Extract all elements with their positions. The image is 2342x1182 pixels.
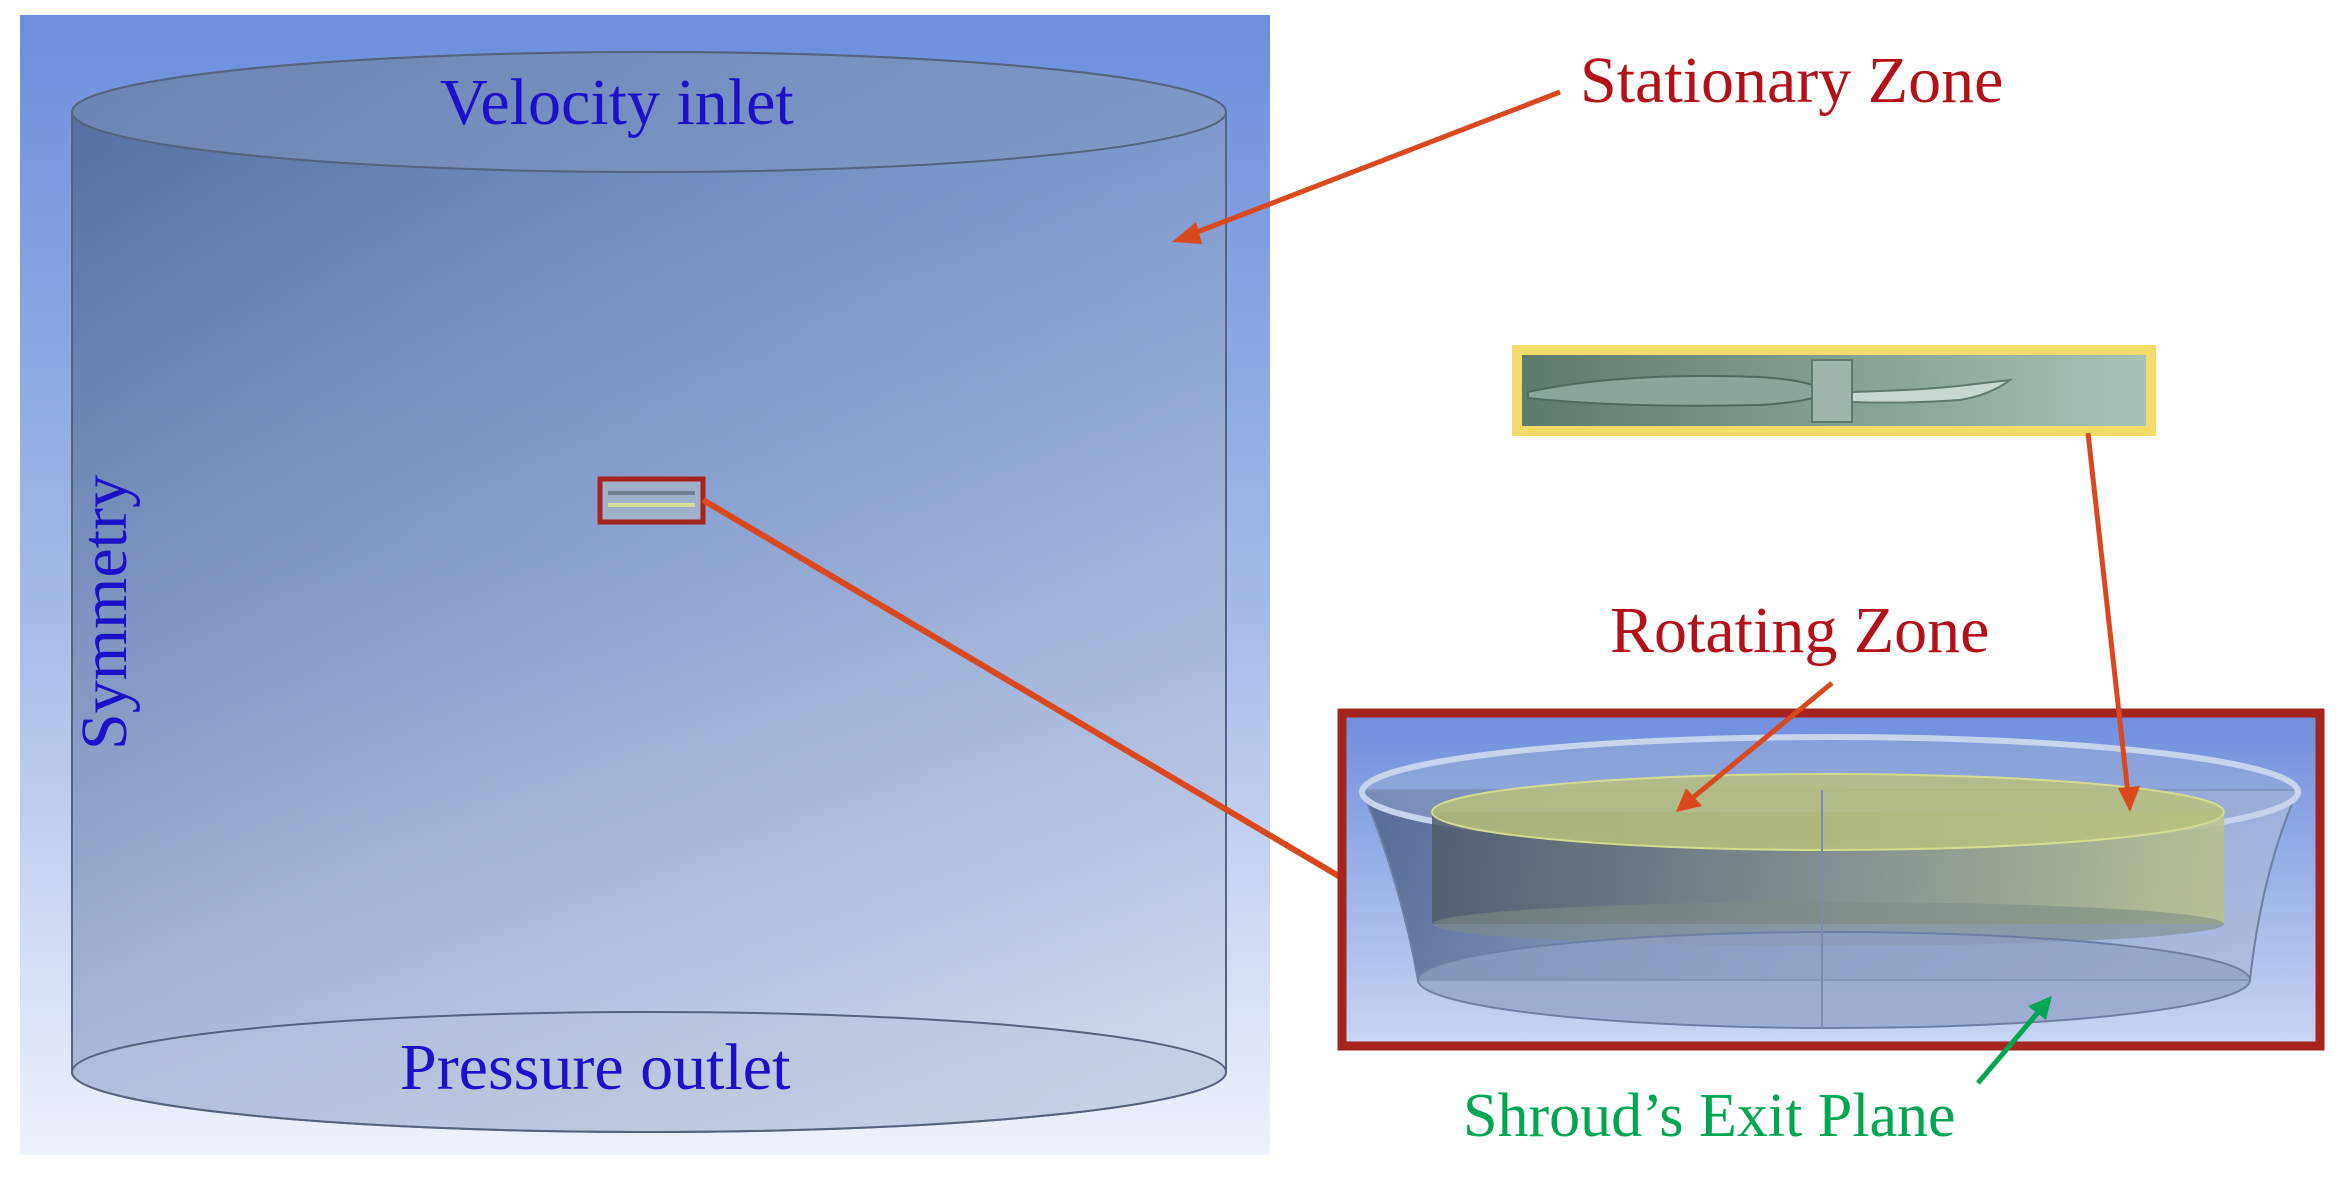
shroud-exit-plane-label: Shroud’s Exit Plane xyxy=(1463,1082,1956,1150)
stationary-zone-arrowhead xyxy=(1172,222,1202,244)
pressure-outlet-face xyxy=(71,1011,1227,1133)
exit-plane-arrowhead xyxy=(2028,996,2052,1020)
symmetry-label: Symmetry xyxy=(68,475,141,750)
velocity-inlet-label: Velocity inlet xyxy=(440,66,794,139)
stationary-zone-label: Stationary Zone xyxy=(1580,44,2004,117)
velocity-inlet-face xyxy=(71,51,1227,173)
blade-section-arrow xyxy=(2085,432,2131,795)
zoom-connector-line xyxy=(701,497,1344,881)
rotating-zone-label: Rotating Zone xyxy=(1610,594,1990,667)
pressure-outlet-label: Pressure outlet xyxy=(400,1031,791,1104)
stationary-zone-cylinder xyxy=(71,51,1227,1133)
rotating-zone-disc-bottom xyxy=(1432,902,2224,946)
rotating-zone-arrowhead xyxy=(1676,788,1702,812)
rotating-zone-disc-top xyxy=(1431,773,2225,851)
exit-plane-arrow xyxy=(1976,1008,2042,1085)
rotor-location-box xyxy=(597,476,706,525)
blade-section-tip xyxy=(1851,378,2014,404)
blade-section-arrowhead xyxy=(2118,786,2140,812)
blade-section-hub xyxy=(1811,359,1853,423)
rotating-zone-arrow xyxy=(1688,681,1834,802)
stationary-zone-arrow xyxy=(1191,89,1561,237)
shroud-exit-plane xyxy=(1417,931,2251,1029)
